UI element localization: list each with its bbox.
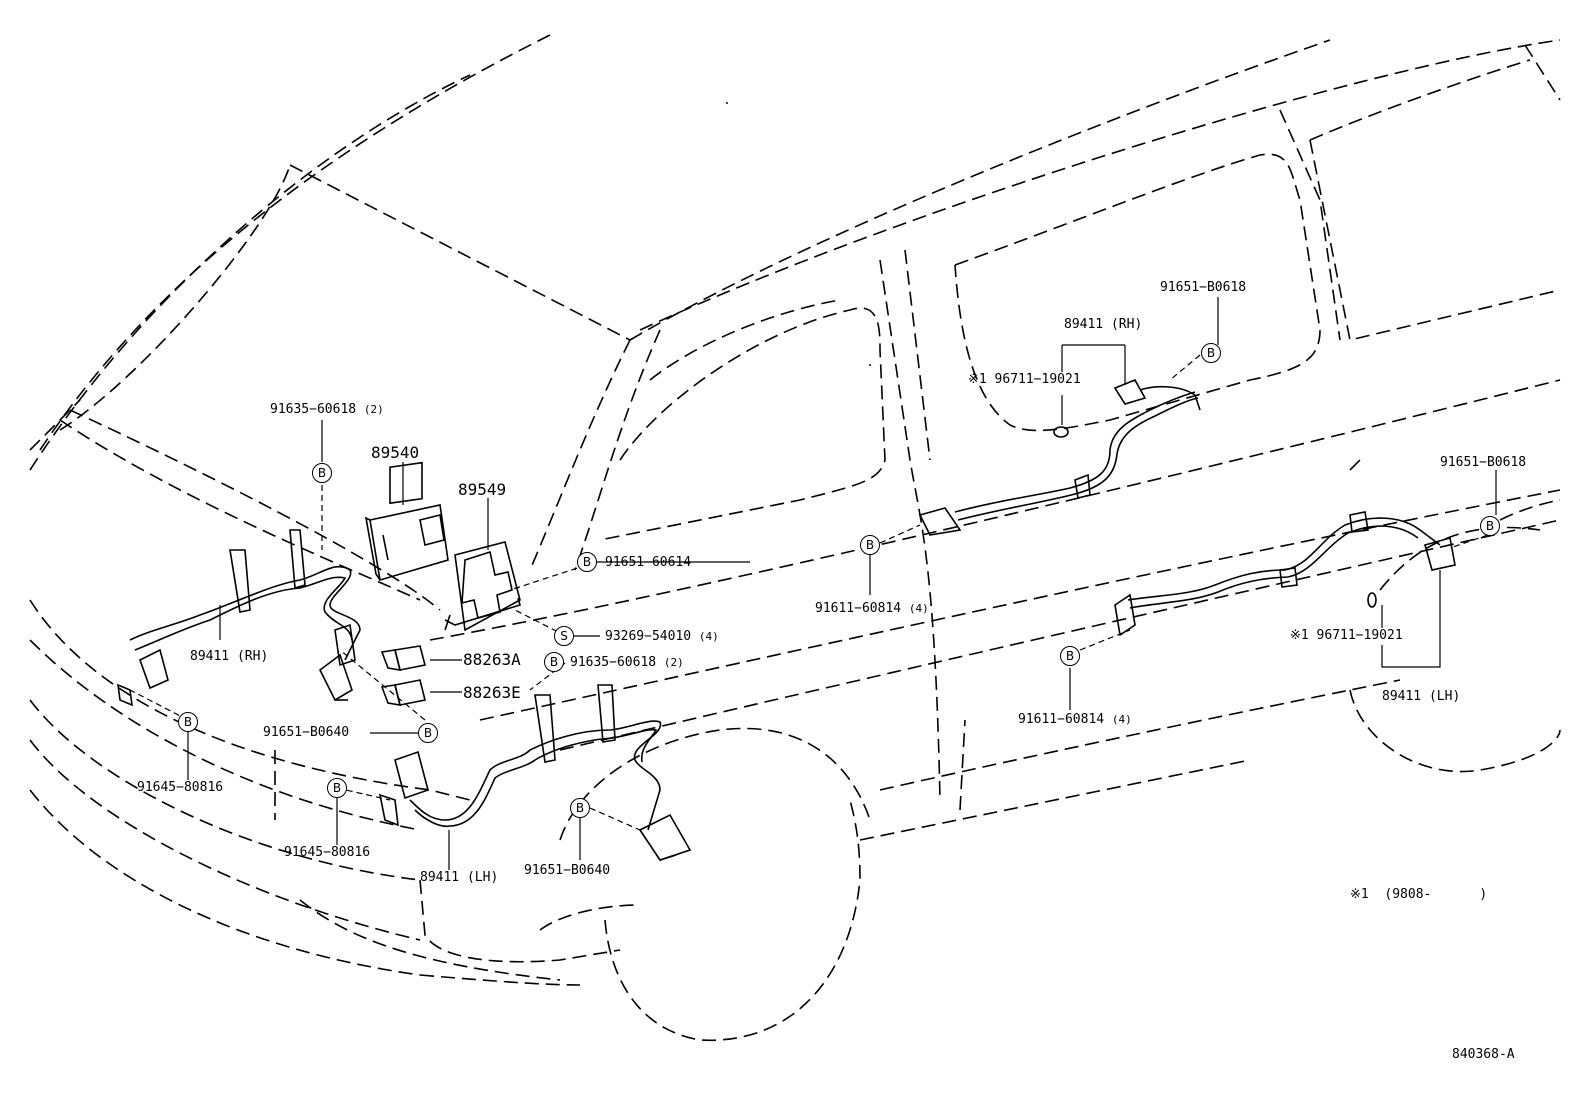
label-91651-b0618-a: 91651−B0618 bbox=[1160, 280, 1247, 295]
diagram-code: 840368-A bbox=[1452, 1047, 1515, 1062]
leader-lines bbox=[129, 297, 1497, 870]
label-91635-60618-mid: 91635−60618 (2) bbox=[570, 655, 684, 670]
b-callout-b0640-b: B bbox=[570, 798, 590, 818]
b-callout-b0618-b: B bbox=[1480, 516, 1500, 536]
label-88263e: 88263E bbox=[463, 683, 521, 702]
b-callout-60614: B bbox=[577, 552, 597, 572]
label-91651-b0618-b: 91651−B0618 bbox=[1440, 455, 1527, 470]
relay-shapes bbox=[380, 645, 426, 706]
label-91651-b0640-a: 91651−B0640 bbox=[263, 725, 350, 740]
grommet-shapes bbox=[1053, 426, 1069, 438]
label-89411-lh-rear: 89411 (LH) bbox=[1382, 689, 1461, 704]
b-callout-b0618-a: B bbox=[1201, 343, 1221, 363]
label-91645-80816-b: 91645−80816 bbox=[284, 845, 371, 860]
abs-computer-89540-shape bbox=[364, 461, 449, 582]
label-96711-19021-b: ※1 96711−19021 bbox=[1290, 628, 1403, 643]
label-91651-b0640-b: 91651−B0640 bbox=[524, 863, 611, 878]
b-callout-b0640-a: B bbox=[418, 723, 438, 743]
front-rh-sensor-harness bbox=[117, 529, 361, 707]
label-93269-54010: 93269−54010 (4) bbox=[605, 629, 719, 644]
label-89411-lh-front: 89411 (LH) bbox=[420, 870, 499, 885]
label-89549: 89549 bbox=[458, 480, 507, 499]
rear-rh-sensor-harness bbox=[918, 378, 1201, 536]
label-91635-60618-top: 91635−60618 (2) bbox=[270, 402, 384, 417]
body-outline bbox=[29, 34, 1561, 1041]
rear-lh-sensor-harness bbox=[1114, 511, 1456, 637]
label-91651-60614: 91651−60614 bbox=[605, 555, 692, 570]
label-96711-19021-a: ※1 96711−19021 bbox=[968, 372, 1081, 387]
label-89411-rh-front: 89411 (RH) bbox=[190, 649, 269, 664]
s-callout-93269: S bbox=[554, 626, 574, 646]
front-lh-sensor-harness bbox=[378, 684, 692, 861]
label-91645-80816-a: 91645−80816 bbox=[137, 780, 224, 795]
label-89411-rh-rear: 89411 (RH) bbox=[1064, 317, 1143, 332]
label-88263a: 88263A bbox=[463, 650, 521, 669]
reference-dots bbox=[726, 102, 871, 366]
footnote: ※1 (9808-) bbox=[1350, 887, 1488, 902]
b-callout-top: B bbox=[312, 463, 332, 483]
b-callout-91645-b: B bbox=[327, 778, 347, 798]
b-callout-91611-a: B bbox=[860, 535, 880, 555]
b-callout-91635-mid: B bbox=[544, 652, 564, 672]
b-callout-91645-a: B bbox=[178, 712, 198, 732]
label-91611-60814-b: 91611−60814 (4) bbox=[1018, 712, 1132, 727]
label-91611-60814-a: 91611−60814 (4) bbox=[815, 601, 929, 616]
bracket-89549-shape bbox=[444, 541, 521, 632]
label-89540: 89540 bbox=[371, 443, 420, 462]
b-callout-91611-b: B bbox=[1060, 646, 1080, 666]
